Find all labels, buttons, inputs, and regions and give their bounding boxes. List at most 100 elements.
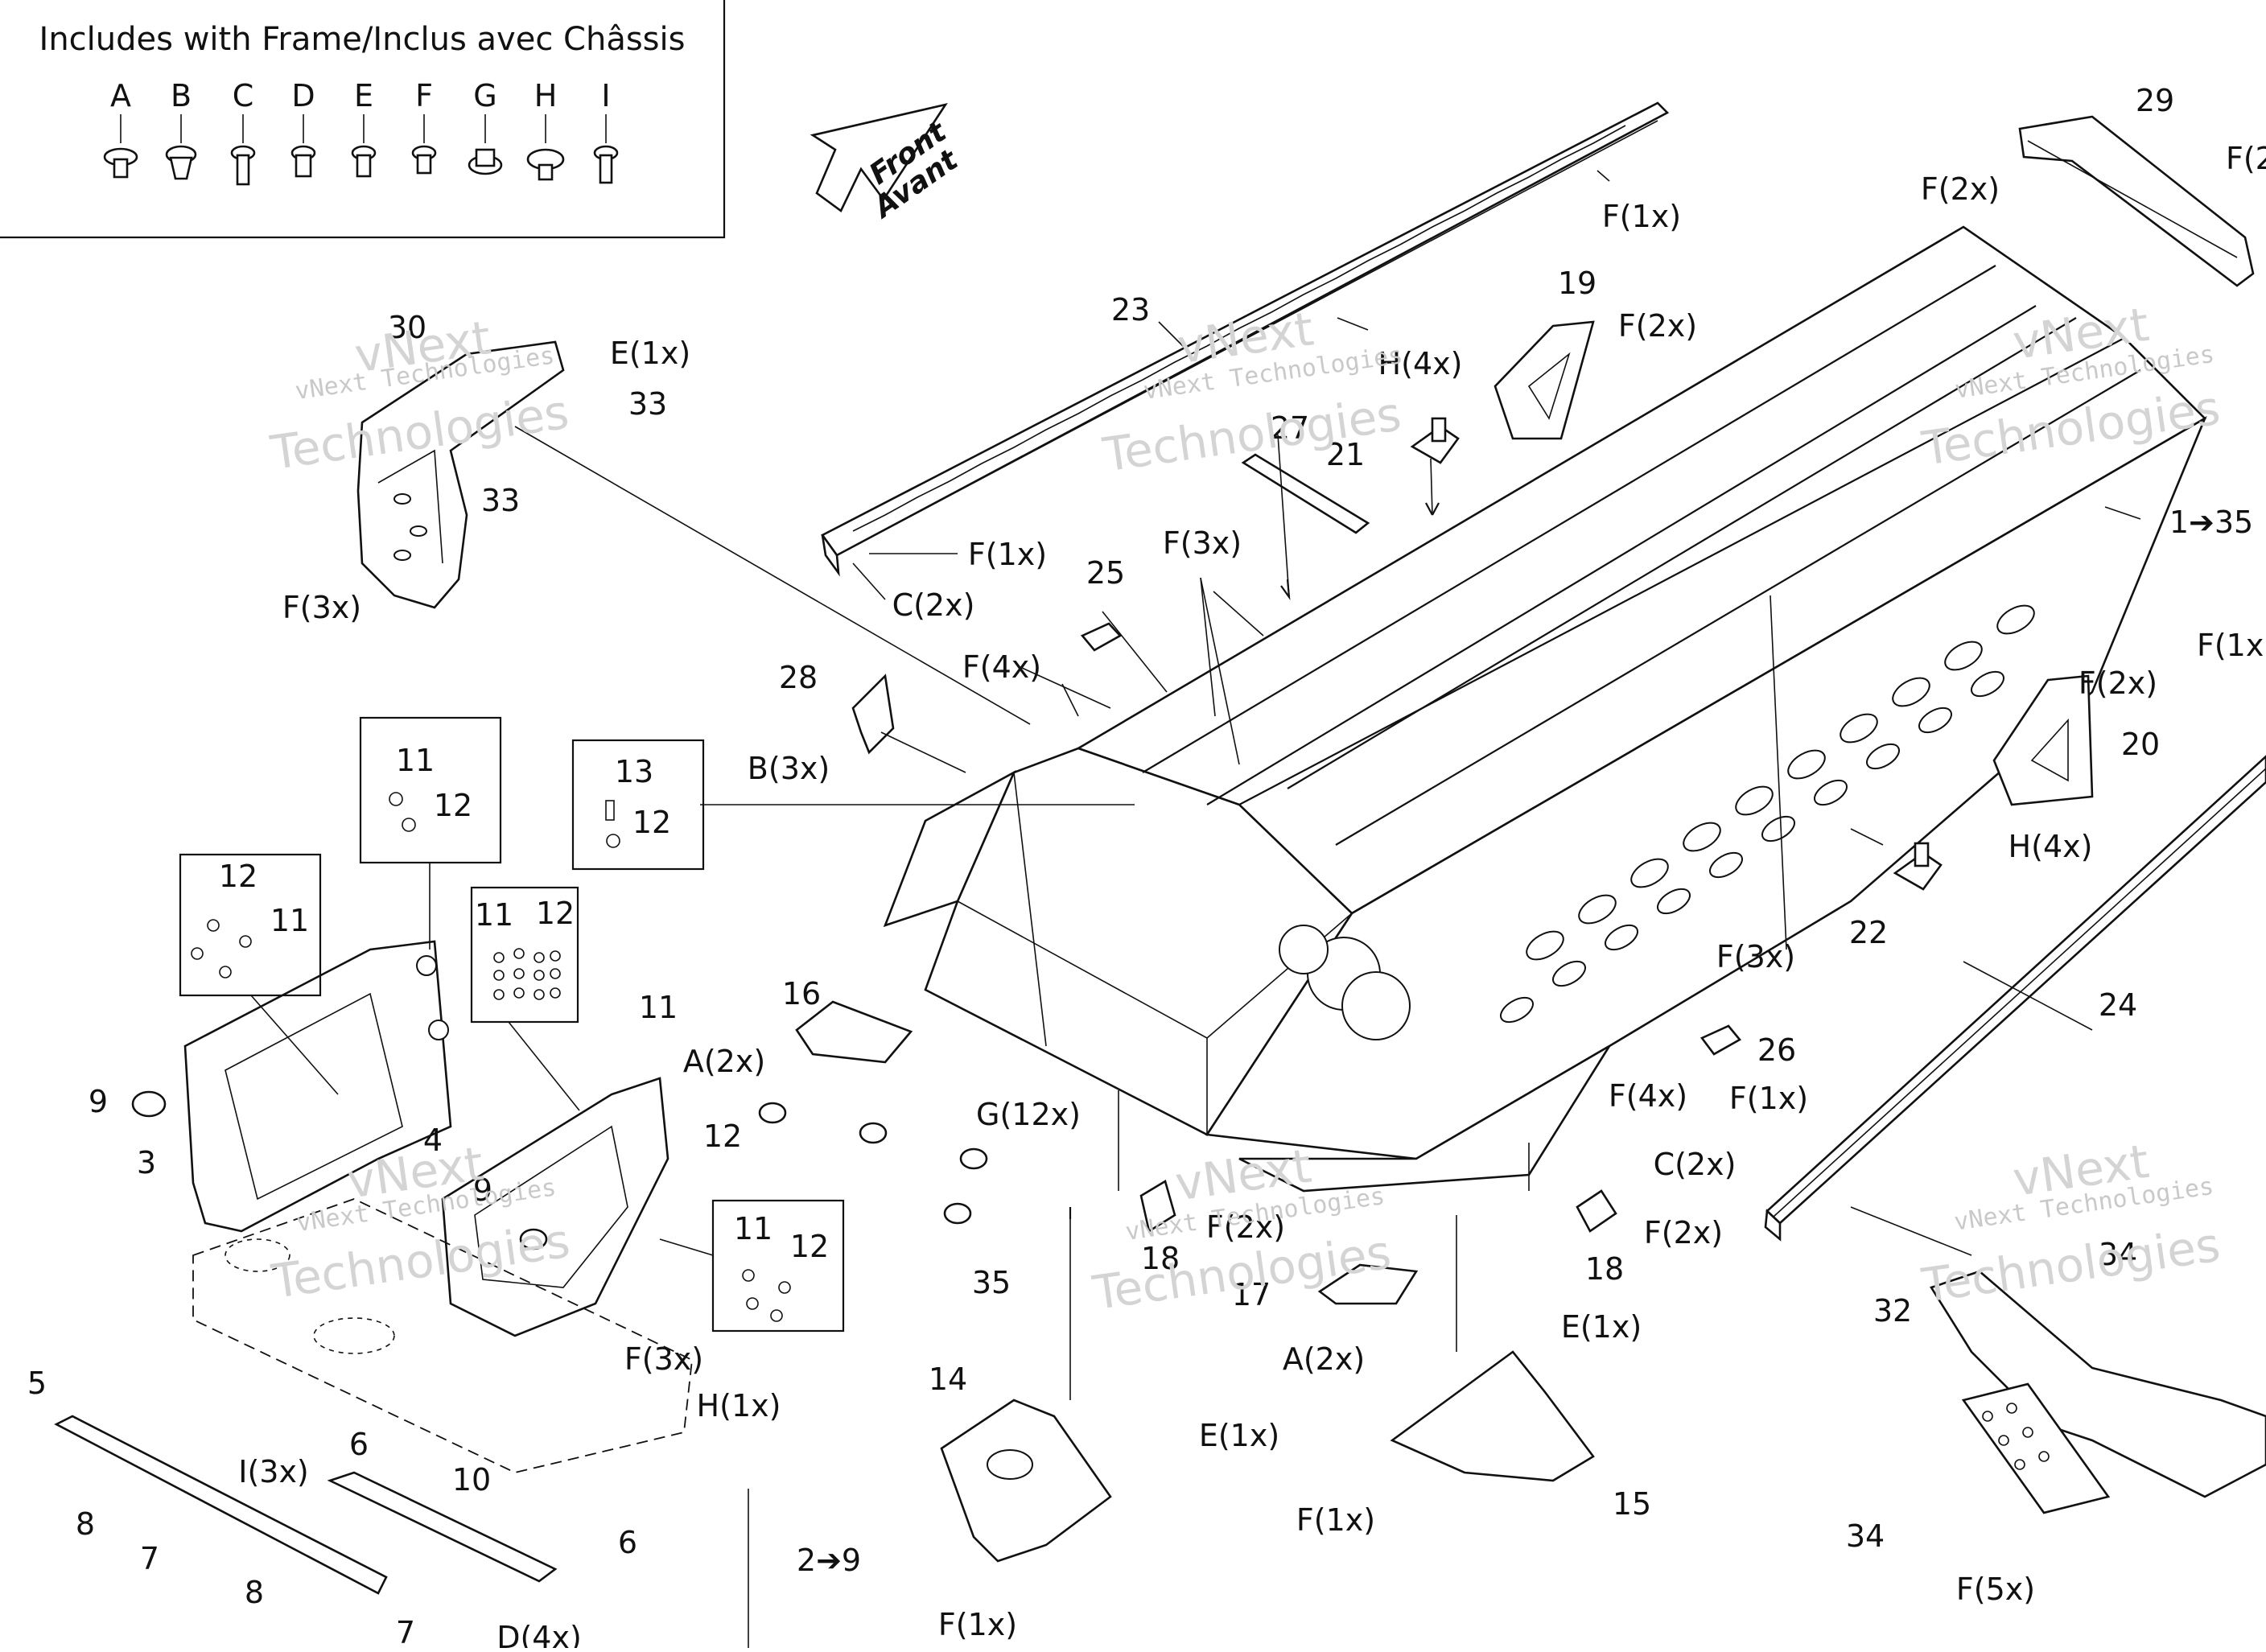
part-18-plate-b (1576, 1189, 1617, 1233)
fastener-f1-right: F(1x (2197, 628, 2264, 663)
fastener-c2-23: C(2x) (892, 587, 975, 623)
callout-35: 35 (972, 1265, 1011, 1300)
tunnel-frame (883, 225, 2207, 1193)
fastener-f3-low: F(3x) (624, 1341, 703, 1377)
fastener-f1-24: F(1x) (1729, 1081, 1808, 1116)
callout-5: 5 (27, 1366, 47, 1401)
callout-30: 30 (388, 310, 426, 345)
legend-letter-d: D (291, 78, 315, 113)
part-3-front-loop (183, 940, 452, 1233)
callout-15: 15 (1613, 1486, 1651, 1522)
fastener-f1-15: F(1x) (1296, 1502, 1375, 1538)
rivet-d-icon (290, 145, 316, 178)
fastener-c2-24: C(2x) (1654, 1147, 1737, 1182)
callout-25: 25 (1086, 555, 1125, 591)
legend-letter-i: I (601, 78, 610, 113)
fastener-f2-20: F(2x) (2079, 665, 2157, 701)
fastener-e1-top: E(1x) (610, 336, 690, 371)
legend-letter-f: F (415, 78, 433, 113)
callout-10: 10 (452, 1462, 491, 1498)
callout-11-mid: 11 (639, 990, 678, 1025)
callout-labels: 23 19 29 30 33 33 27 21 25 28 1➔35 13 12… (27, 83, 2253, 1650)
callout-11-leftbox: 11 (270, 903, 309, 938)
fastener-f1-14: F(1x) (938, 1607, 1017, 1642)
callout-18-left: 18 (1141, 1241, 1180, 1276)
leader-lines (250, 170, 2141, 1648)
fastener-f5: F(5x) (1956, 1572, 2035, 1607)
fastener-e1-15: E(1x) (1561, 1309, 1642, 1345)
skid-plate (192, 1198, 693, 1473)
fastener-i3: I(3x) (238, 1454, 309, 1489)
fastener-f4-low: F(4x) (1609, 1078, 1687, 1114)
part-20-bracket (1992, 674, 2094, 806)
fastener-a2-17: A(2x) (1283, 1341, 1365, 1377)
part-16-step (795, 1000, 913, 1064)
fastener-b3: B(3x) (748, 751, 830, 786)
legend-box: Includes with Frame/Inclus avec Châssis … (0, 0, 726, 239)
fastener-f2-19: F(2x) (1618, 308, 1697, 344)
legend-rivet-icons (103, 114, 619, 186)
fastener-f2-18a: F(2x) (1206, 1209, 1285, 1245)
callout-27: 27 (1271, 410, 1309, 446)
callout-32: 32 (1873, 1293, 1912, 1329)
callout-3: 3 (137, 1145, 156, 1180)
front-arrow-icon: Front Avant (810, 103, 965, 226)
legend-title: Includes with Frame/Inclus avec Châssis (39, 21, 686, 58)
part-5-rail (54, 1415, 388, 1595)
part-23-rail (821, 101, 1670, 577)
callout-14: 14 (929, 1362, 967, 1397)
part-21-hinge (1410, 417, 1460, 464)
part-17-step (1317, 1263, 1419, 1305)
fastener-labels: E(1x) F(1x) F(2x) F(2 F(2x) H(4x) F(1x) … (238, 141, 2266, 1652)
callout-26: 26 (1757, 1032, 1796, 1068)
legend-letter-a: A (110, 78, 131, 113)
callout-28: 28 (779, 660, 818, 695)
callout-33-bottom: 33 (481, 483, 520, 518)
callout-22: 22 (1849, 915, 1888, 950)
callout-18-right: 18 (1585, 1251, 1624, 1287)
legend-letter-e: E (354, 78, 373, 113)
callout-9-left: 9 (89, 1084, 108, 1119)
rivet-c-icon (230, 145, 256, 186)
detail-box-11-12-grid (470, 886, 579, 1024)
fastener-f2-29: F(2 (2226, 141, 2266, 176)
fastener-f4-mid: F(4x) (962, 649, 1041, 685)
fastener-f3-30: F(3x) (282, 590, 361, 625)
fastener-f1-top: F(1x) (1602, 199, 1681, 234)
fastener-f3-right: F(3x) (1716, 939, 1795, 974)
callout-7-right: 7 (396, 1615, 415, 1648)
detail-box-12-11-left (179, 853, 322, 997)
callout-12-topbox: 12 (434, 788, 472, 823)
legend-letter-c: C (233, 78, 254, 113)
detail-box-11-12-top (359, 716, 502, 864)
pointer-arrows (1069, 502, 1440, 1219)
legend-letter-h: H (534, 78, 558, 113)
callout-6-left: 6 (349, 1427, 369, 1462)
rivet-g-icon (468, 148, 503, 175)
callout-7-left: 7 (140, 1541, 159, 1576)
part-30-bracket (356, 340, 565, 609)
callout-6-right: 6 (618, 1525, 637, 1560)
part-15-plate (1390, 1350, 1595, 1482)
callout-34-bottom: 34 (1846, 1518, 1885, 1554)
tunnel-cutouts (1500, 604, 2035, 1024)
callout-12-mid: 12 (703, 1118, 742, 1154)
fastener-e1-14: E(1x) (1199, 1418, 1279, 1453)
callout-24: 24 (2099, 987, 2137, 1023)
callout-9-mid: 9 (473, 1172, 492, 1208)
fastener-g12: G(12x) (976, 1097, 1081, 1132)
fastener-h1: H(1x) (697, 1388, 781, 1423)
callout-1-to-35: 1➔35 (2169, 505, 2253, 540)
legend-letters: A B C D E F G H I (110, 78, 611, 113)
rear-bumper-assembly (1930, 1270, 2266, 1514)
detail-box-11-12-right (711, 1199, 845, 1333)
rivet-i-icon (593, 145, 619, 184)
fastener-h4-21: H(4x) (1378, 346, 1463, 381)
callout-19: 19 (1558, 266, 1596, 301)
callout-34-top: 34 (2099, 1237, 2137, 1272)
part-19-bracket (1494, 320, 1595, 440)
callout-12-box13: 12 (632, 805, 671, 840)
callout-12-gridbox: 12 (536, 896, 575, 931)
rivet-a-icon (103, 147, 138, 179)
fastener-h4-22: H(4x) (2008, 829, 2093, 864)
